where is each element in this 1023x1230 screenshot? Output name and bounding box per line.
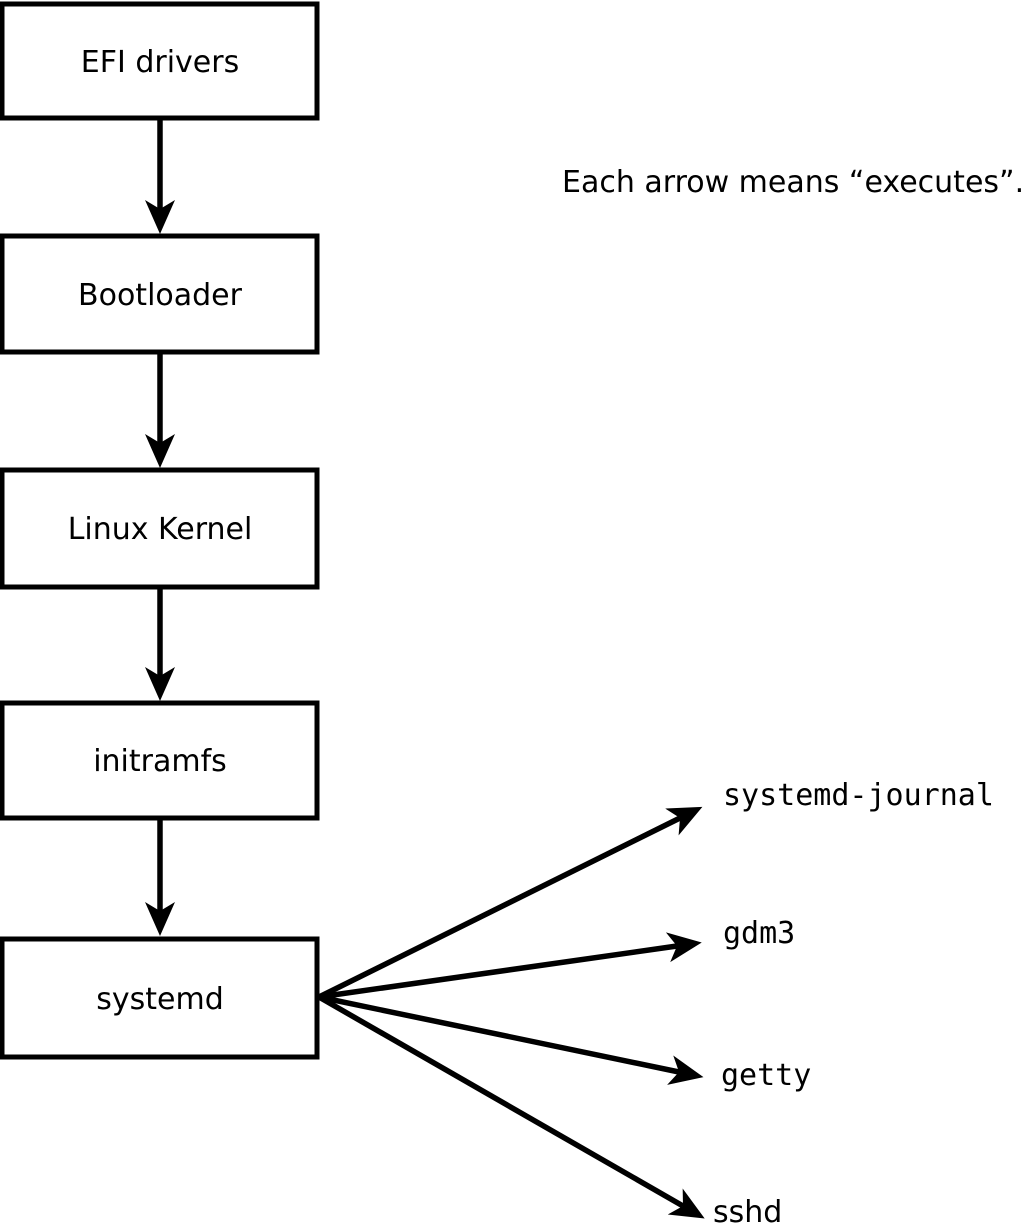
node-initramfs-box xyxy=(0,700,320,821)
node-initramfs-label: initramfs xyxy=(93,744,227,779)
node-efi-drivers-box xyxy=(0,1,320,121)
edge-systemd-to-sshd xyxy=(317,994,705,1219)
node-systemd-box xyxy=(0,936,320,1060)
node-linux-kernel-label: Linux Kernel xyxy=(68,512,253,547)
label-systemd-journal: systemd-journal xyxy=(723,778,994,813)
node-efi-drivers-label: EFI drivers xyxy=(81,45,239,80)
label-getty: getty xyxy=(721,1058,811,1093)
label-sshd: sshd xyxy=(713,1195,782,1230)
node-efi-drivers: EFI drivers xyxy=(0,1,320,121)
node-bootloader-box xyxy=(0,233,320,355)
node-linux-kernel: Linux Kernel xyxy=(0,467,320,590)
node-bootloader: Bootloader xyxy=(0,233,320,355)
edge-systemd-to-getty xyxy=(318,994,704,1085)
label-gdm3: gdm3 xyxy=(723,916,795,951)
node-systemd: systemd xyxy=(0,936,320,1060)
edge-systemd-to-gdm3 xyxy=(318,932,702,1000)
node-systemd-label: systemd xyxy=(96,982,224,1017)
arrow-meaning-note: Each arrow means “executes”. xyxy=(562,165,1023,200)
edge-systemd-to-journal xyxy=(317,806,703,1000)
node-bootloader-label: Bootloader xyxy=(78,278,243,313)
node-initramfs: initramfs xyxy=(0,700,320,821)
